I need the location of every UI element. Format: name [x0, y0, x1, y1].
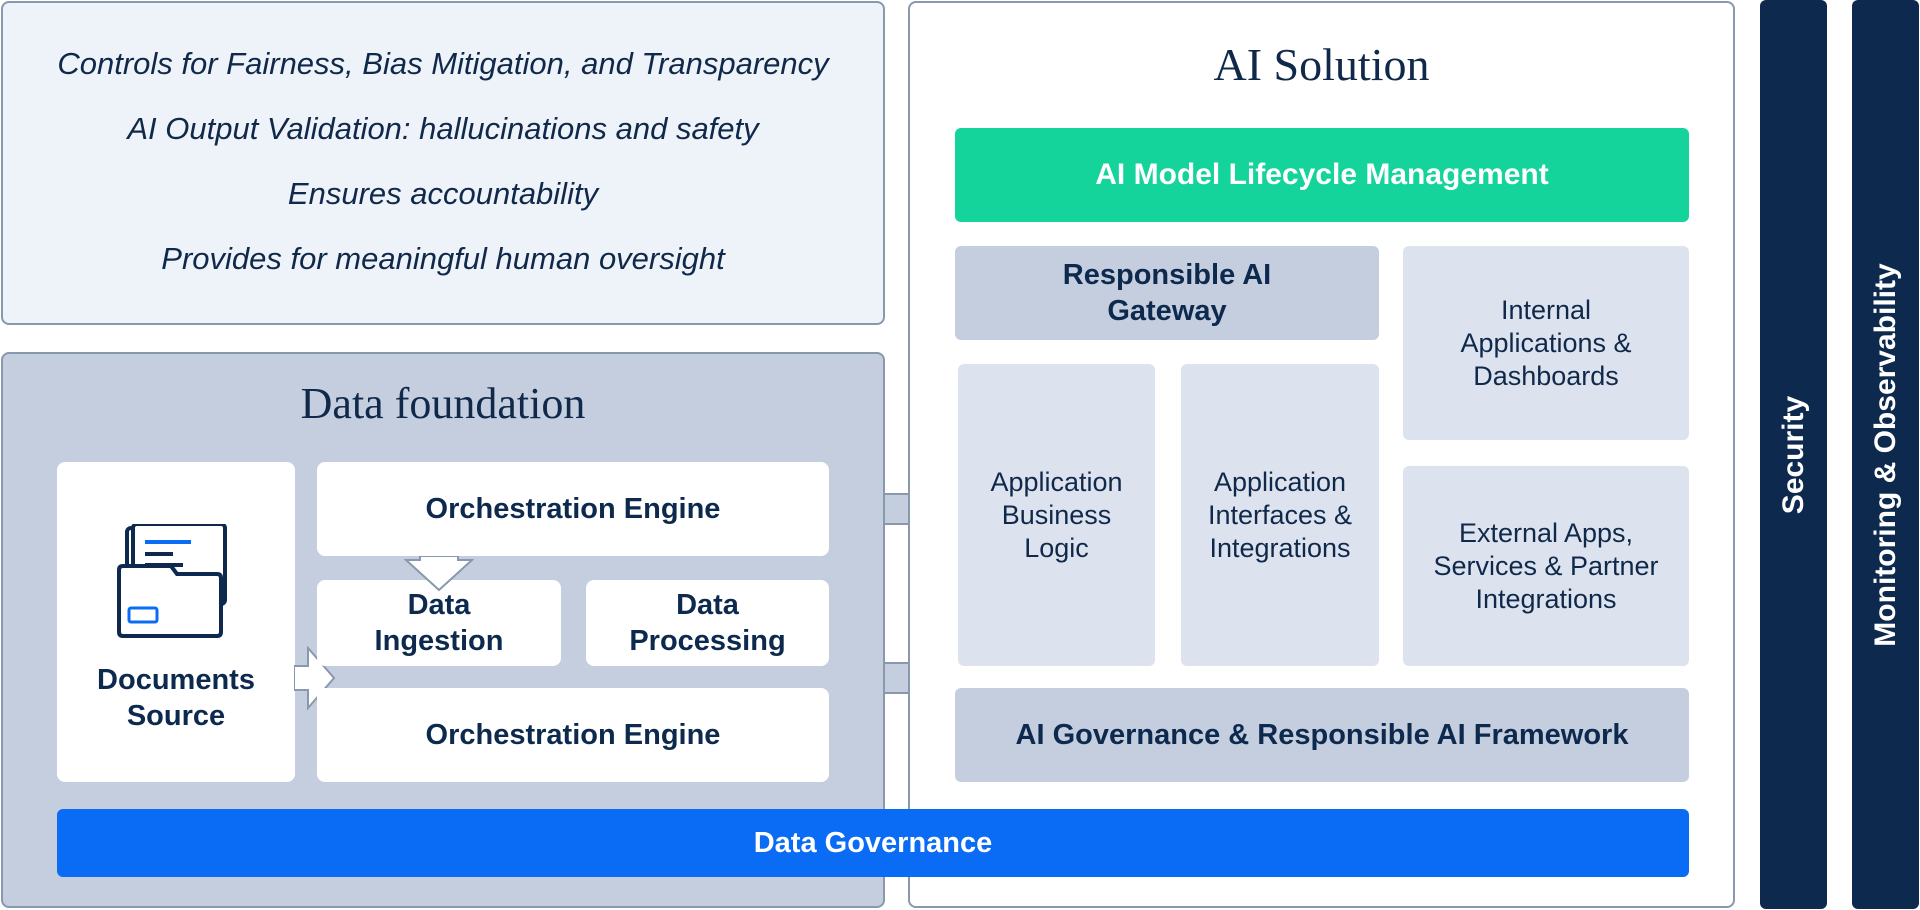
principle-accountability: Ensures accountability: [287, 176, 599, 211]
data-ingestion-box: Data Ingestion: [317, 580, 561, 666]
documents-folder-icon: [117, 524, 227, 638]
principle-human-oversight: Provides for meaningful human oversight: [161, 241, 725, 276]
principles-panel: [1, 1, 885, 325]
documents-source-label: Documents Source: [97, 664, 255, 732]
ai-solution-title: AI Solution: [1213, 39, 1430, 90]
data-governance-bar: Data Governance: [57, 809, 1689, 877]
ai-governance-framework-box: AI Governance & Responsible AI Framework: [955, 688, 1689, 782]
monitoring-label: Monitoring & Observability: [1868, 262, 1902, 647]
interfaces-integrations-box: Application Interfaces & Integrations: [1181, 364, 1379, 666]
security-label: Security: [1776, 395, 1810, 514]
responsible-ai-gateway-box: Responsible AI Gateway: [955, 246, 1379, 340]
data-foundation-title: Data foundation: [300, 379, 586, 428]
principle-fairness: Controls for Fairness, Bias Mitigation, …: [57, 46, 829, 81]
external-apps-box: External Apps, Services & Partner Integr…: [1403, 466, 1689, 666]
documents-source-box: Documents Source: [57, 462, 295, 782]
business-logic-box: Application Business Logic: [958, 364, 1155, 666]
monitoring-bar: Monitoring & Observability: [1852, 0, 1919, 909]
data-processing-box: Data Processing: [586, 580, 829, 666]
internal-applications-box: Internal Applications & Dashboards: [1403, 246, 1689, 440]
security-bar: Security: [1760, 0, 1827, 909]
lifecycle-management-box: AI Model Lifecycle Management: [955, 128, 1689, 222]
principle-output-validation: AI Output Validation: hallucinations and…: [127, 111, 759, 146]
ingestion-down-arrow-icon: [404, 556, 474, 592]
orchestration-engine-bottom: Orchestration Engine: [317, 688, 829, 782]
orchestration-engine-top: Orchestration Engine: [317, 462, 829, 556]
